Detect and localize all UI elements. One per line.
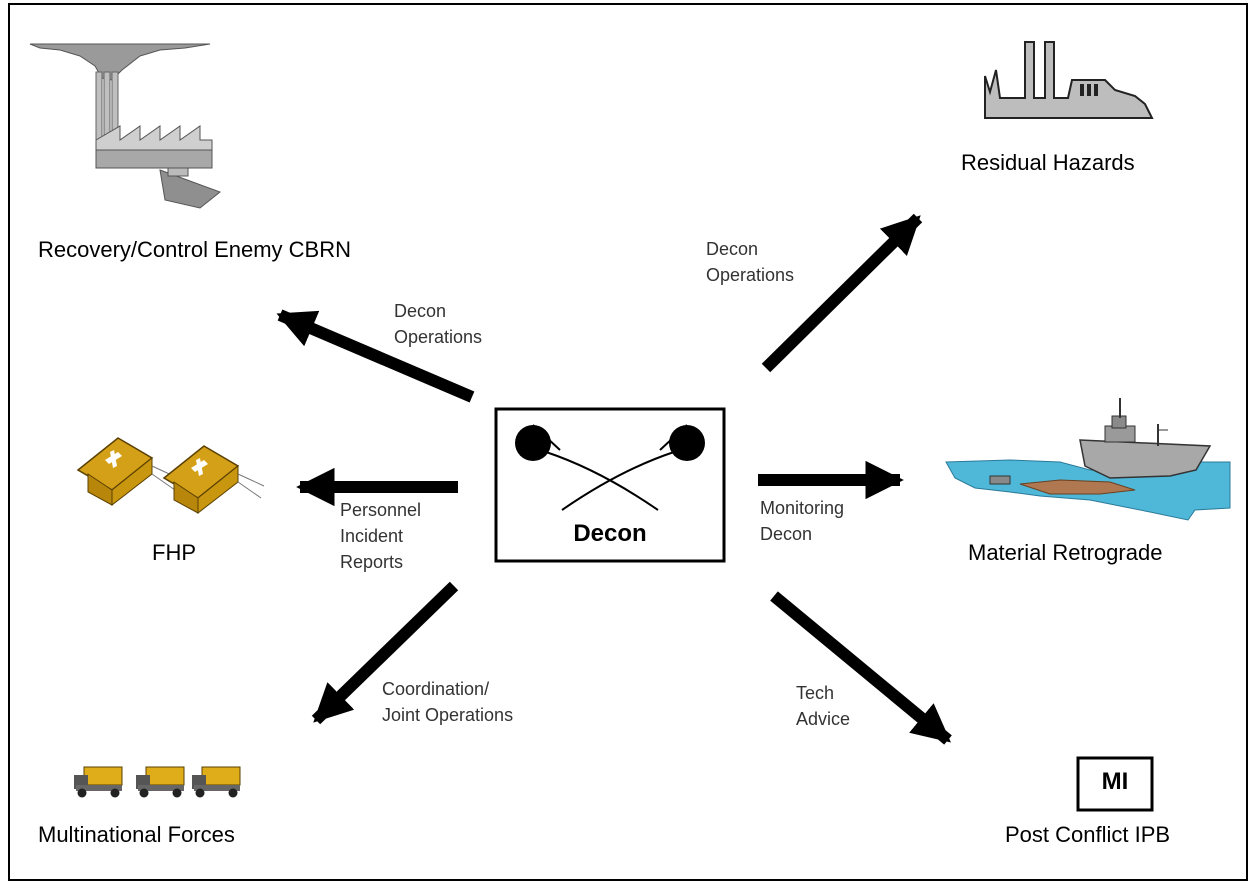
arrow-to-post-conflict	[770, 591, 952, 745]
diagram-frame	[8, 3, 1248, 881]
node-multinational-label: Multinational Forces	[38, 822, 235, 847]
node-residual-label: Residual Hazards	[961, 150, 1135, 175]
mi-badge-text: MI	[1101, 768, 1129, 795]
edge-label-material: Monitoring Decon	[760, 498, 845, 544]
center-decon-label: Decon	[573, 520, 647, 547]
truck-icon	[74, 766, 241, 798]
arrow-to-residual	[761, 213, 923, 373]
edge-label-residual: Decon Operations	[706, 239, 795, 285]
node-post-conflict-label: Post Conflict IPB	[1005, 822, 1171, 847]
node-recovery-label: Recovery/Control Enemy CBRN	[38, 237, 351, 262]
edge-label-fhp: Personnel Incident Reports	[340, 500, 422, 572]
medical-tent-icon	[76, 437, 265, 515]
node-fhp-label: FHP	[152, 540, 196, 565]
edge-label-multinational: Coordination/ Joint Operations	[382, 679, 514, 725]
ship-icon	[945, 398, 1231, 521]
edge-label-recovery: Decon Operations	[394, 301, 483, 347]
node-material-label: Material Retrograde	[968, 540, 1163, 565]
edge-label-post-conflict: Tech Advice	[796, 683, 851, 729]
arrow-to-recovery	[276, 309, 475, 403]
arrow-to-multinational	[311, 581, 459, 725]
ruined-factory-icon	[984, 41, 1154, 119]
factory-icon	[29, 43, 222, 209]
decon-symbol-icon	[515, 424, 705, 511]
mi-box-icon	[1076, 756, 1154, 812]
